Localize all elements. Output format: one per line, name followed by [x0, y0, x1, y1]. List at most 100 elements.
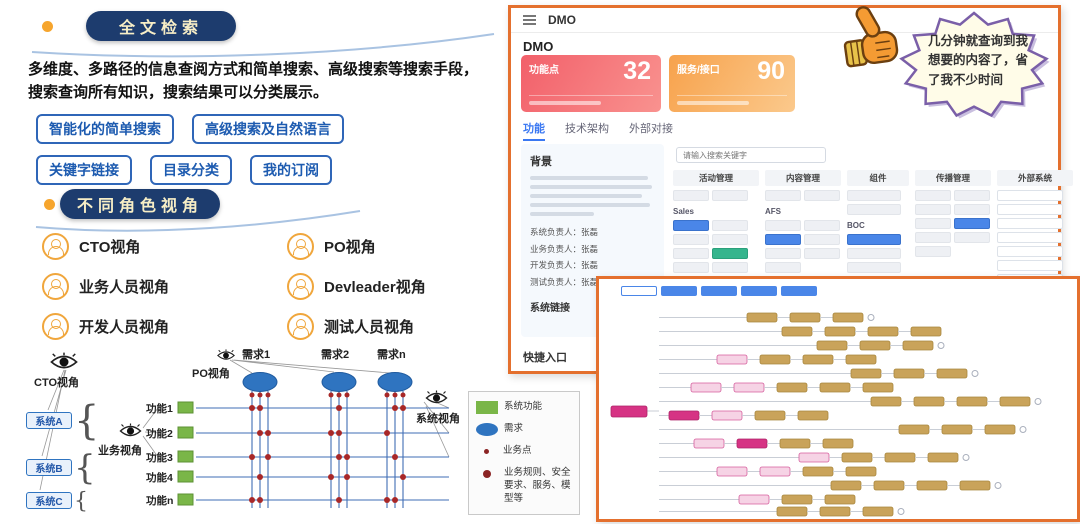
role-label: PO视角	[324, 239, 376, 256]
module-box[interactable]	[765, 234, 801, 245]
module-box[interactable]	[765, 190, 801, 201]
module-box[interactable]	[765, 248, 801, 259]
requirement-label: 需求1	[242, 349, 271, 361]
module-box[interactable]	[712, 234, 748, 245]
module-box[interactable]	[712, 220, 748, 231]
grid-column-header: 外部系统	[997, 170, 1073, 186]
module-box[interactable]	[673, 220, 709, 231]
flow-node	[910, 326, 942, 337]
flow-node	[959, 480, 991, 491]
module-box[interactable]	[954, 232, 990, 243]
flow-node	[999, 396, 1031, 407]
flow-node	[736, 438, 768, 449]
blue-ellipse-swatch	[476, 423, 498, 436]
brace: {	[74, 489, 88, 514]
module-box[interactable]	[804, 190, 840, 201]
module-box[interactable]	[915, 246, 951, 257]
flow-node	[902, 340, 934, 351]
role-item: 业务人员视角	[42, 273, 287, 300]
flow-node	[936, 368, 968, 379]
person-icon	[42, 233, 69, 260]
tab-function[interactable]: 功能	[523, 120, 545, 141]
flow-node	[781, 326, 813, 337]
module-box[interactable]	[804, 220, 840, 231]
module-box[interactable]	[997, 246, 1063, 257]
module-box[interactable]	[804, 248, 840, 259]
background-panel: 背景 系统负责人：张磊 业务负责人：张磊 开发负责人：张磊 测试负责人：张磊 系…	[521, 144, 664, 337]
flow-node	[754, 410, 786, 421]
tab-external[interactable]: 外部对接	[629, 123, 673, 135]
testimonial-text: 几分钟就查询到我想要的内容了，省了我不少时间	[928, 34, 1029, 87]
module-box[interactable]	[954, 190, 990, 201]
module-box[interactable]	[847, 204, 901, 215]
module-box[interactable]	[915, 190, 951, 201]
flow-toolbar-button[interactable]	[661, 286, 697, 296]
legend-item: 业务点	[476, 445, 572, 458]
module-box[interactable]	[673, 234, 709, 245]
module-box[interactable]	[847, 190, 901, 201]
system-eye-icon	[425, 390, 448, 404]
module-box[interactable]	[997, 204, 1063, 215]
module-box[interactable]	[673, 262, 709, 273]
flow-node	[862, 506, 894, 517]
grid-column-header: 传播管理	[915, 170, 991, 186]
person-icon	[287, 273, 314, 300]
module-box[interactable]	[847, 234, 901, 245]
function-square	[177, 470, 194, 483]
tab-architecture[interactable]: 技术架构	[565, 123, 609, 135]
stat-label: 功能点	[529, 65, 559, 76]
flow-node	[798, 452, 830, 463]
grid-column-header: 活动管理	[673, 170, 759, 186]
brace: {	[74, 398, 99, 444]
module-box[interactable]	[847, 262, 901, 273]
role-item: 测试人员视角	[287, 313, 472, 340]
card-divider	[677, 95, 787, 96]
flow-toolbar-button[interactable]	[741, 286, 777, 296]
module-box[interactable]	[673, 190, 709, 201]
module-box[interactable]	[765, 262, 801, 273]
module-box[interactable]	[997, 260, 1063, 271]
flow-node	[830, 480, 862, 491]
feature-tag: 高级搜索及自然语言	[192, 114, 344, 144]
module-box[interactable]	[954, 204, 990, 215]
page-title: DMO	[523, 39, 554, 54]
module-box[interactable]	[954, 218, 990, 229]
flow-toolbar-button[interactable]	[621, 286, 657, 296]
requirement-ellipse	[321, 372, 357, 392]
requirement-ellipse	[242, 372, 278, 392]
flow-node	[819, 382, 851, 393]
module-box[interactable]	[673, 248, 709, 259]
role-label: Devleader视角	[324, 279, 426, 296]
module-box[interactable]	[712, 248, 748, 259]
module-box[interactable]	[997, 232, 1063, 243]
menu-icon[interactable]	[523, 19, 536, 21]
module-box[interactable]	[847, 248, 901, 259]
role-item: Devleader视角	[287, 273, 472, 300]
module-box[interactable]	[915, 204, 951, 215]
bullet-dot	[44, 199, 55, 210]
flowchart-toolbar	[621, 286, 817, 296]
module-box[interactable]	[804, 234, 840, 245]
flow-node	[870, 396, 902, 407]
module-box[interactable]	[997, 190, 1063, 201]
module-box[interactable]	[997, 218, 1063, 229]
flow-node	[759, 354, 791, 365]
module-box[interactable]	[712, 262, 748, 273]
diagram-legend: 系统功能 需求 业务点 业务规则、安全要求、服务、模型等	[468, 391, 580, 516]
owner-line: 系统负责人：张磊	[530, 227, 599, 237]
flow-toolbar-button[interactable]	[701, 286, 737, 296]
legend-label: 业务点	[503, 445, 532, 456]
module-box[interactable]	[915, 218, 951, 229]
quick-entry[interactable]: 快捷入口	[523, 352, 567, 364]
module-box[interactable]	[765, 220, 801, 231]
flow-toolbar-button[interactable]	[781, 286, 817, 296]
module-box[interactable]	[915, 232, 951, 243]
background-title: 背景	[530, 156, 552, 168]
module-box[interactable]	[712, 190, 748, 201]
flow-node	[716, 354, 748, 365]
flow-node	[802, 354, 834, 365]
search-input[interactable]	[676, 147, 826, 163]
system-link[interactable]: 系统链接	[530, 303, 570, 315]
